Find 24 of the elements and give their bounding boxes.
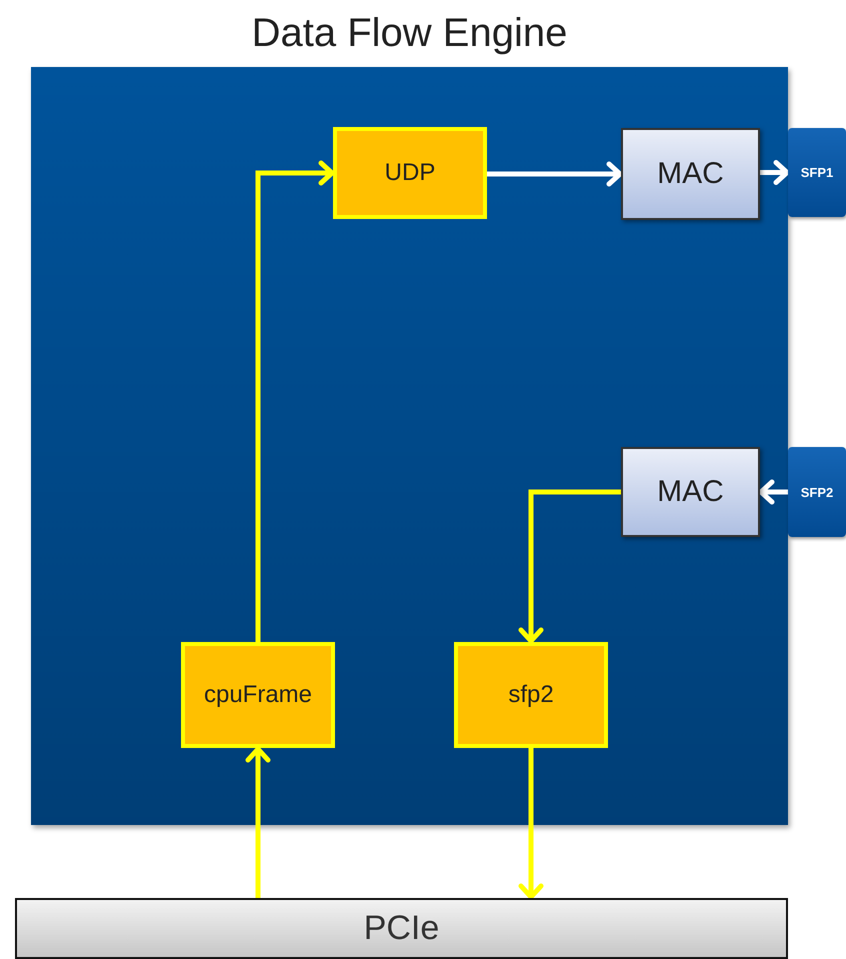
box-label: cpuFrame	[204, 681, 312, 709]
mac-box	[621, 447, 760, 537]
process-box	[454, 642, 608, 748]
arrow	[246, 746, 270, 898]
bus-label: PCIe	[364, 909, 440, 948]
process-box	[333, 127, 487, 219]
arrow	[256, 160, 334, 642]
engine-title: Data Flow Engine	[250, 10, 568, 57]
arrow	[487, 162, 622, 186]
box-label: MAC	[657, 475, 724, 509]
arrow	[760, 160, 790, 185]
arrow	[518, 748, 544, 900]
box-label: MAC	[657, 157, 724, 191]
arrow	[518, 490, 621, 644]
mac-box	[621, 128, 760, 220]
port-tab	[788, 447, 846, 537]
port-tab	[788, 128, 846, 217]
box-label: sfp2	[508, 681, 554, 709]
arrow	[758, 480, 788, 504]
port-label: SFP1	[800, 165, 834, 180]
process-box	[181, 642, 335, 748]
port-label: SFP2	[800, 484, 834, 500]
box-label: UDP	[384, 159, 436, 187]
bus-bar	[15, 898, 788, 959]
